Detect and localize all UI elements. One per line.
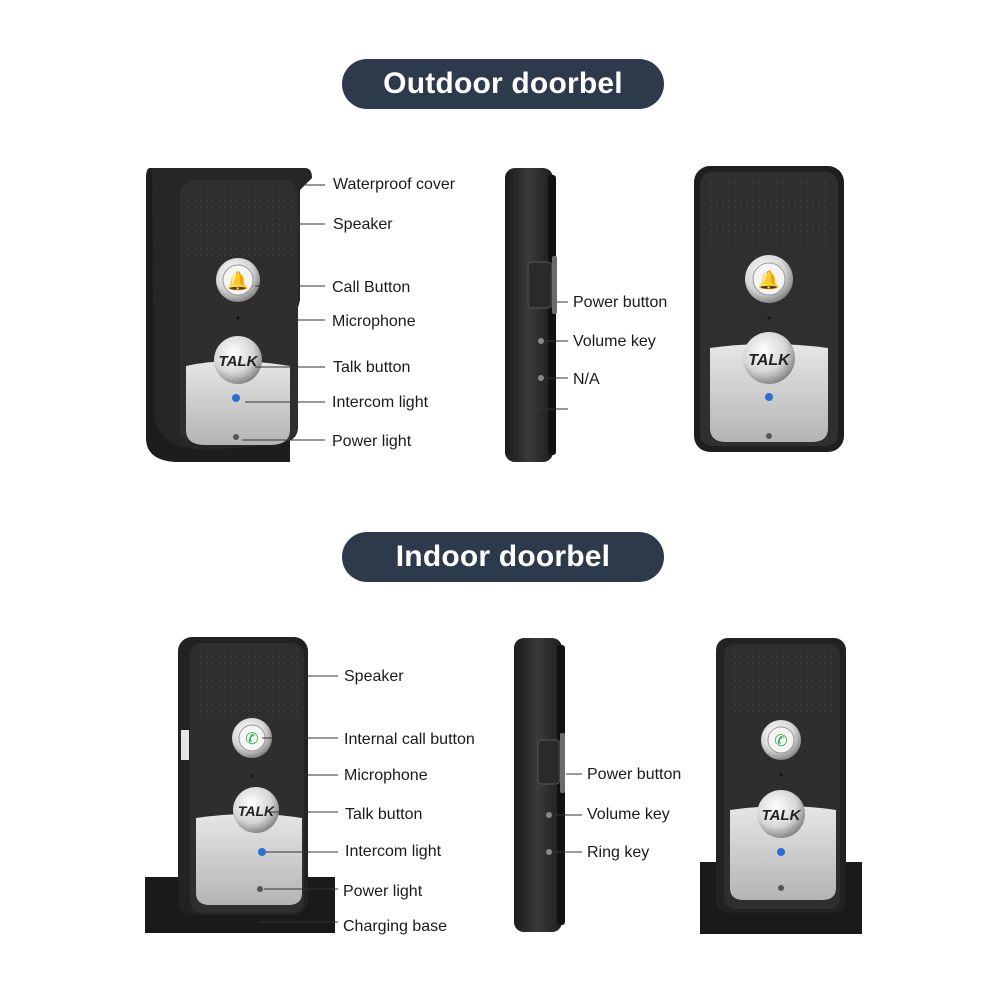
outdoor-section-title: Outdoor doorbel: [342, 59, 664, 109]
label-indoor-power-light: Power light: [343, 883, 423, 900]
label-indoor-microphone: Microphone: [344, 767, 428, 784]
outdoor-front-plain-device: 🔔 TALK: [694, 166, 844, 452]
indoor-front-leaders: [255, 675, 338, 923]
label-outdoor-talk-button: Talk button: [333, 359, 411, 376]
outdoor-front-talk-text: TALK: [219, 353, 259, 370]
indoor-side-leaders: [553, 773, 582, 853]
label-outdoor-speaker: Speaker: [333, 216, 393, 233]
indoor-front-talk-text: TALK: [238, 803, 275, 819]
label-call-button: Call Button: [332, 279, 411, 296]
label-outdoor-na: N/A: [573, 371, 600, 388]
outdoor-front-device: 🔔 TALK: [146, 168, 312, 462]
outdoor-side-device: [505, 168, 557, 462]
label-outdoor-power-button: Power button: [573, 294, 668, 311]
label-outdoor-volume-key: Volume key: [573, 333, 656, 350]
indoor-plain-talk-text: TALK: [762, 807, 802, 824]
svg-text:✆: ✆: [245, 729, 258, 748]
label-outdoor-intercom-light: Intercom light: [332, 394, 429, 411]
outdoor-side-leaders: [530, 301, 568, 410]
svg-text:🔔: 🔔: [227, 271, 249, 292]
svg-text:🔔: 🔔: [758, 270, 780, 291]
label-indoor-volume-key: Volume key: [587, 806, 670, 823]
label-indoor-talk-button: Talk button: [345, 806, 423, 823]
label-indoor-speaker: Speaker: [344, 668, 404, 685]
outdoor-plain-talk-text: TALK: [748, 352, 791, 369]
label-internal-call-button: Internal call button: [344, 731, 475, 748]
label-ring-key: Ring key: [587, 844, 650, 861]
indoor-front-plain-device: ✆ TALK: [700, 638, 862, 934]
indoor-section-title: Indoor doorbel: [342, 532, 664, 582]
label-outdoor-power-light: Power light: [332, 433, 412, 450]
outdoor-front-leaders: [242, 184, 325, 441]
indoor-front-device: ✆ TALK: [145, 637, 335, 933]
svg-text:✆: ✆: [774, 731, 787, 750]
label-indoor-intercom-light: Intercom light: [345, 843, 442, 860]
label-indoor-power-button: Power button: [587, 766, 682, 783]
label-waterproof-cover: Waterproof cover: [333, 176, 456, 193]
label-outdoor-microphone: Microphone: [332, 313, 416, 330]
indoor-side-device: [514, 638, 565, 932]
label-charging-base: Charging base: [343, 918, 448, 935]
